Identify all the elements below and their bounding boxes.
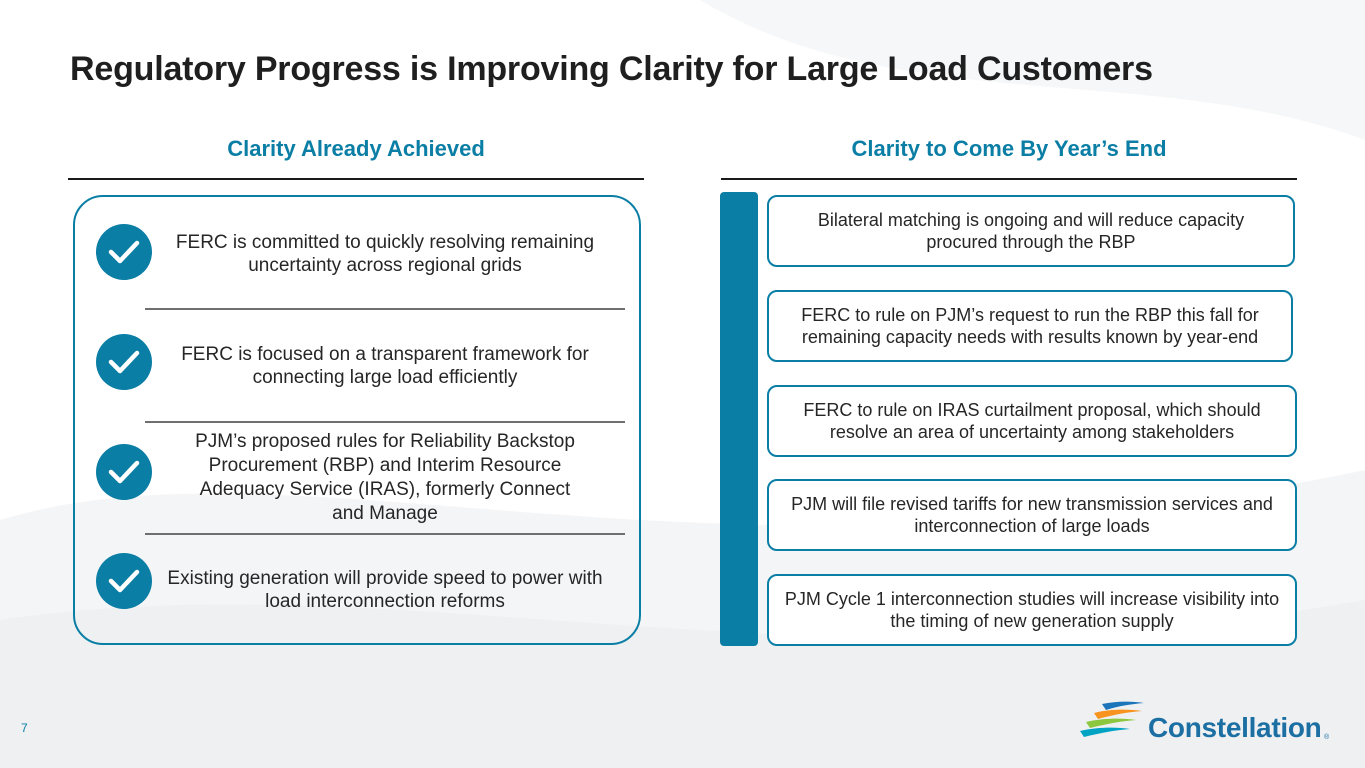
achieved-panel [73, 195, 641, 645]
achieved-divider [145, 421, 625, 423]
check-icon [96, 553, 152, 609]
left-column-heading: Clarity Already Achieved [227, 136, 485, 161]
upcoming-item: Bilateral matching is ongoing and will r… [767, 195, 1295, 267]
constellation-logo: Constellation ® [1080, 698, 1330, 748]
page-number: 7 [21, 721, 28, 735]
page-title: Regulatory Progress is Improving Clarity… [70, 50, 1153, 88]
left-heading-rule [68, 178, 644, 180]
achieved-item-text: PJM’s proposed rules for Reliability Bac… [195, 431, 575, 524]
logo-wordmark: Constellation [1148, 712, 1322, 743]
right-heading-rule [721, 178, 1297, 180]
achieved-divider [145, 308, 625, 310]
upcoming-item: PJM Cycle 1 interconnection studies will… [767, 574, 1297, 646]
achieved-item-text: Existing generation will provide speed t… [167, 568, 603, 612]
timeline-bar [720, 192, 758, 646]
upcoming-item: FERC to rule on PJM’s request to run the… [767, 290, 1293, 362]
right-column-heading: Clarity to Come By Year’s End [851, 136, 1167, 161]
achieved-item-text: FERC is focused on a transparent framewo… [181, 344, 589, 388]
check-icon [96, 334, 152, 390]
constellation-logo-mark-icon [1080, 701, 1144, 737]
achieved-divider [145, 533, 625, 535]
achieved-item-text: FERC is committed to quickly resolving r… [175, 232, 595, 276]
check-icon [96, 224, 152, 280]
registered-mark: ® [1324, 734, 1330, 741]
upcoming-item: PJM will file revised tariffs for new tr… [767, 479, 1297, 551]
upcoming-item: FERC to rule on IRAS curtailment proposa… [767, 385, 1297, 457]
check-icon [96, 444, 152, 500]
